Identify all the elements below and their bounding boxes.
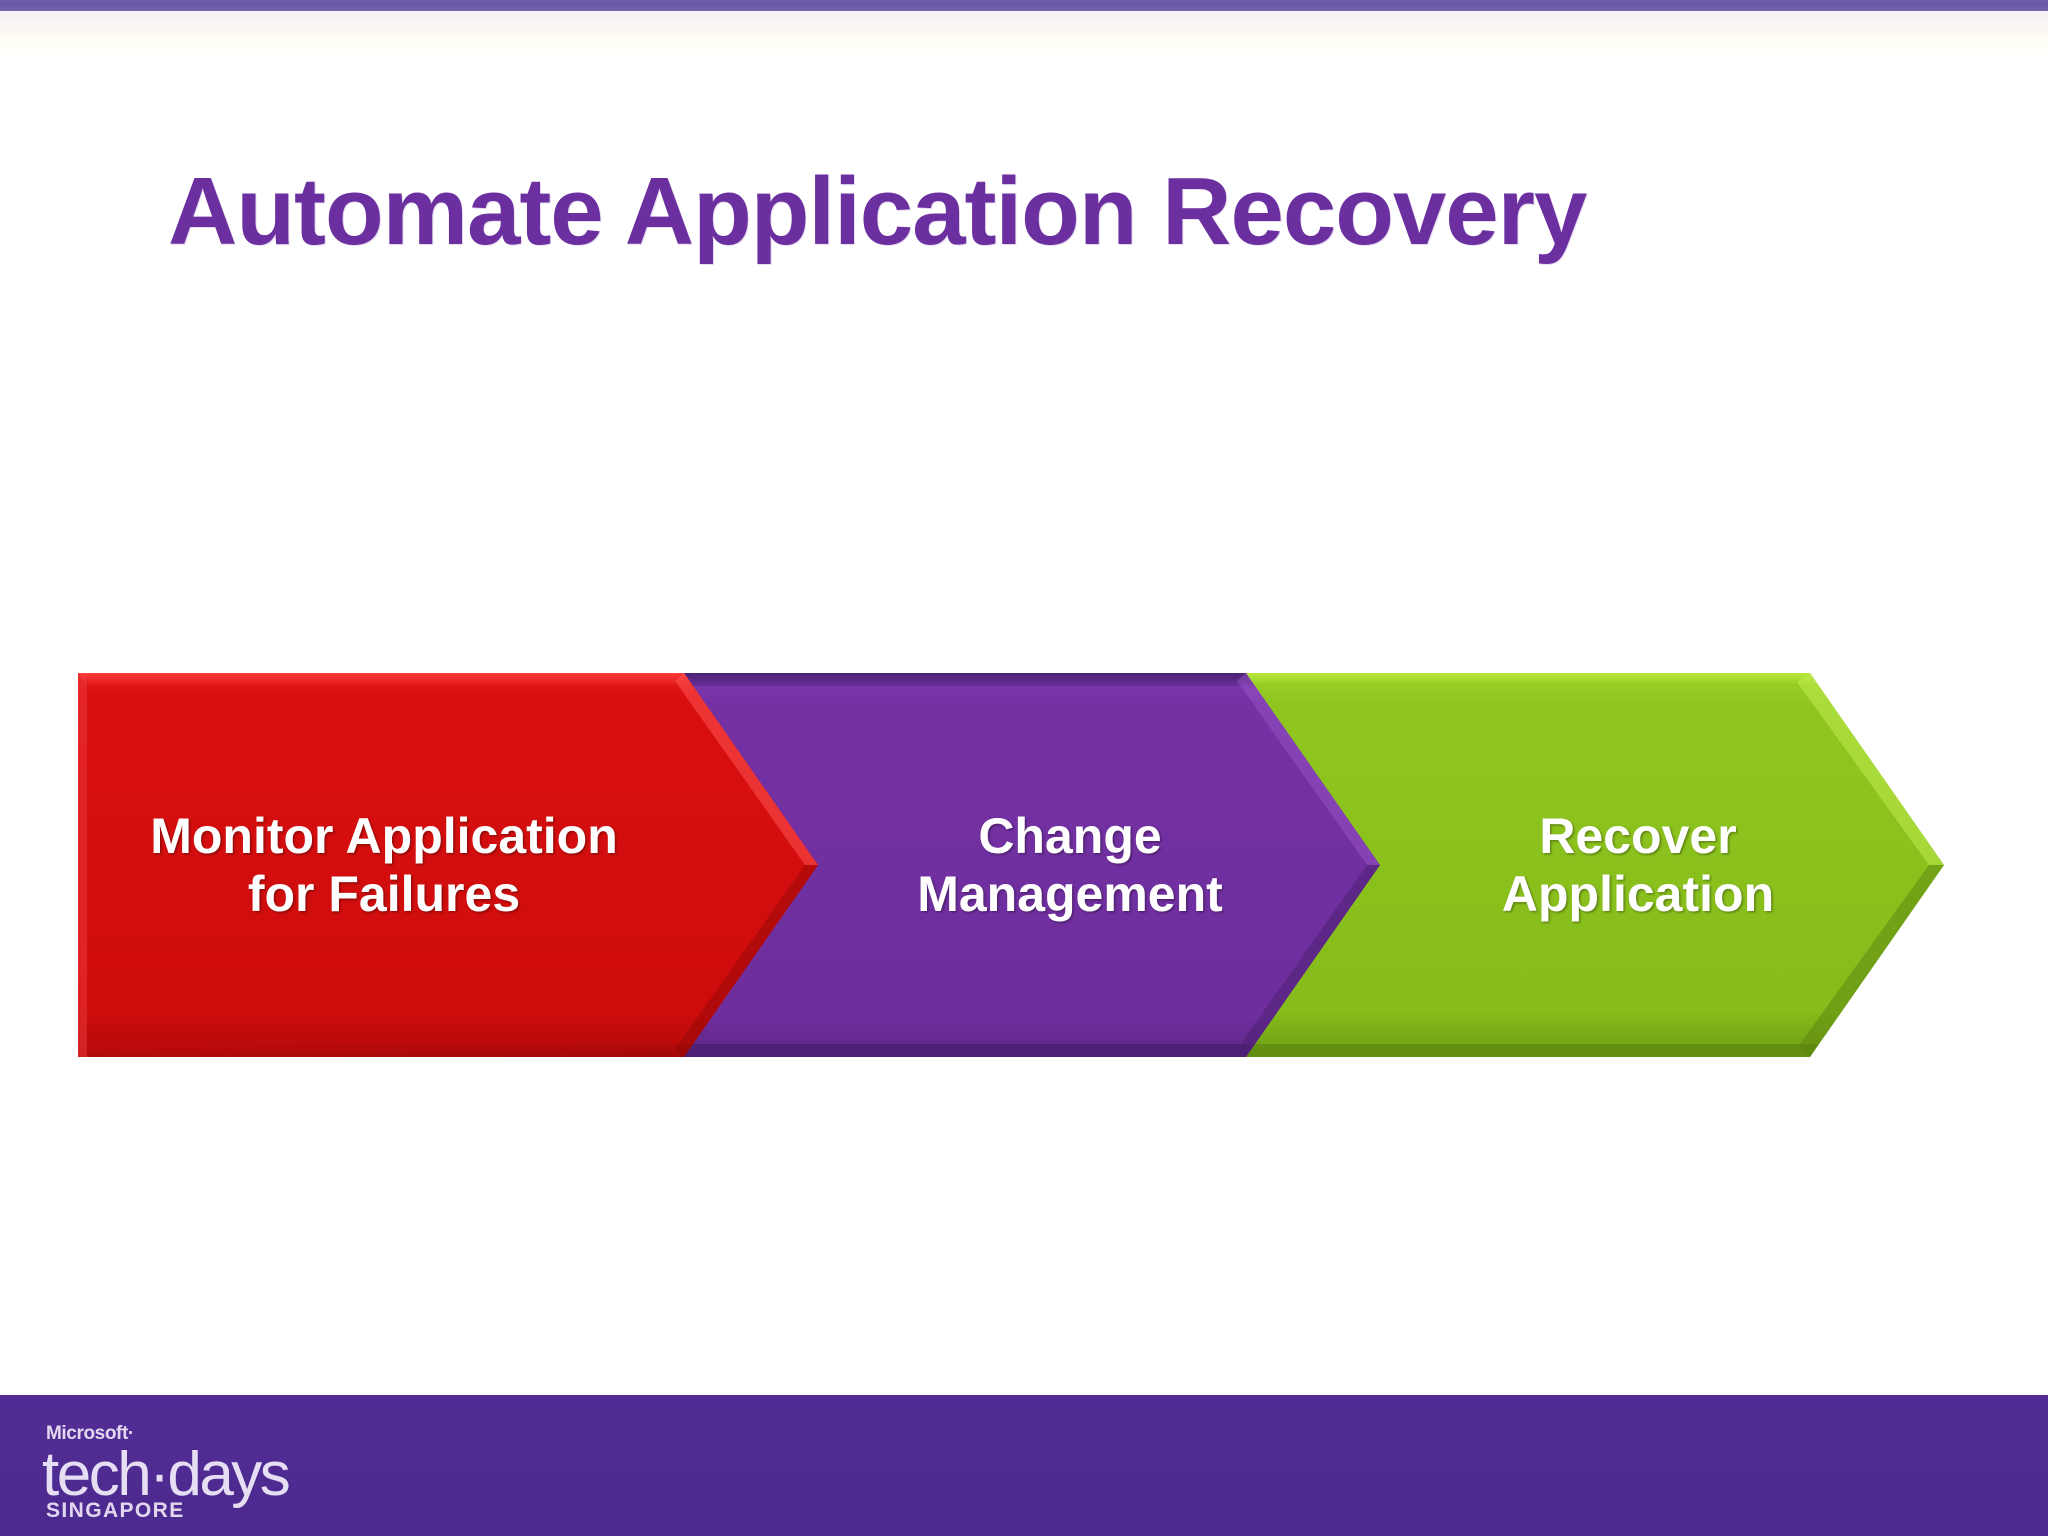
process-step-3-label: Recover Application <box>1501 807 1775 923</box>
process-step-1-label: Monitor Application for Failures <box>150 807 618 923</box>
top-accent-bar <box>0 0 2048 11</box>
process-step-2-label: Change Management <box>917 807 1223 923</box>
process-step-2[interactable]: Change Management <box>664 673 1380 1057</box>
page-title: Automate Application Recovery <box>168 158 1587 266</box>
chevron-shape-red <box>78 673 818 1057</box>
logo-region-text: SINGAPORE <box>46 1499 185 1522</box>
logo-techdays-text: tech·days <box>42 1440 291 1509</box>
chevron-shape-purple <box>664 673 1380 1057</box>
footer-bar <box>0 1395 2048 1536</box>
process-step-1[interactable]: Monitor Application for Failures <box>78 673 818 1057</box>
top-gradient-glow <box>0 11 2048 57</box>
chevron-process-diagram: Monitor Application for Failures <box>0 673 2048 1057</box>
techdays-logo: Microsoft· tech·days SINGAPORE <box>42 1423 291 1522</box>
logo-microsoft-text: Microsoft· <box>46 1423 134 1444</box>
